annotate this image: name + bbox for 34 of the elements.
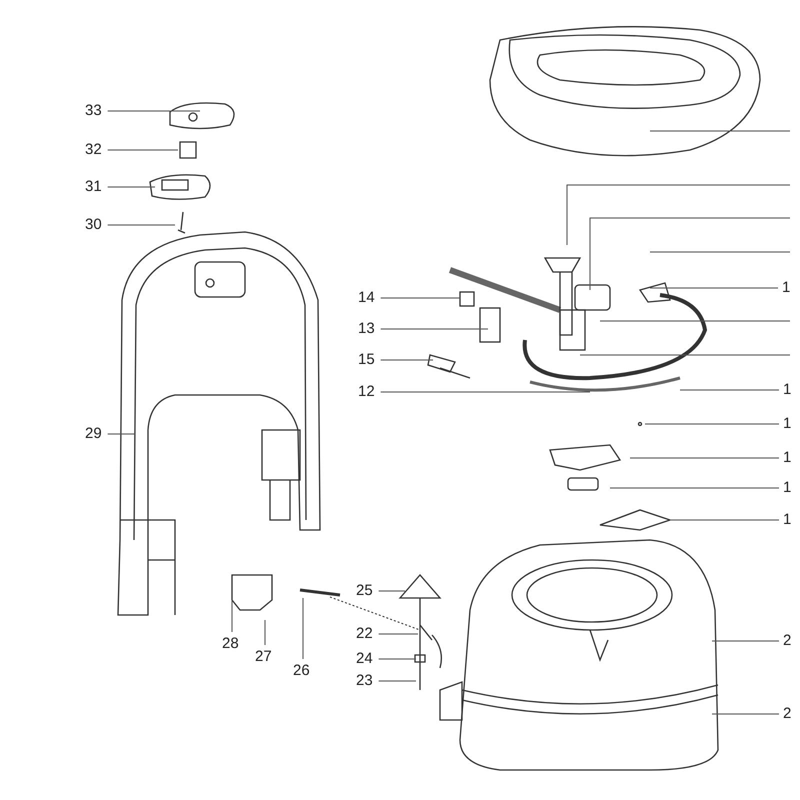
callout-number: 33	[85, 102, 102, 120]
callout-number: 32	[85, 141, 102, 159]
leader-line	[264, 620, 266, 646]
callout-number: 29	[85, 425, 102, 443]
callout-number: 27	[255, 648, 272, 666]
leader-line	[378, 658, 416, 660]
callout-number: 1	[783, 479, 792, 497]
callout-number: 2	[783, 705, 792, 723]
callout-number: 25	[356, 582, 373, 600]
callout-number: 13	[358, 320, 375, 338]
callout-number: 15	[358, 351, 375, 369]
callout-number: 2	[783, 632, 792, 650]
callout-number: 1	[783, 415, 792, 433]
callout-number: 26	[293, 662, 310, 680]
leader-line	[378, 680, 416, 682]
callout-number: 1	[783, 381, 792, 399]
leader-line	[107, 224, 176, 226]
leader-line	[107, 110, 200, 112]
callout-number: 12	[358, 383, 375, 401]
callout-number: 1	[783, 511, 792, 529]
leader-line	[380, 328, 488, 330]
callout-number: 22	[356, 625, 373, 643]
callout-number: 24	[356, 650, 373, 668]
leader-line	[302, 598, 304, 660]
callout-number: 31	[85, 178, 102, 196]
leader-line	[712, 640, 780, 642]
callout-number: 1	[783, 449, 792, 467]
callout-number: 30	[85, 216, 102, 234]
callout-number: 14	[358, 289, 375, 307]
callout-number: 1	[782, 279, 790, 297]
callout-number: 28	[222, 635, 239, 653]
leader-line	[378, 590, 406, 592]
callout-number: 23	[356, 672, 373, 690]
leader-line	[107, 186, 156, 188]
